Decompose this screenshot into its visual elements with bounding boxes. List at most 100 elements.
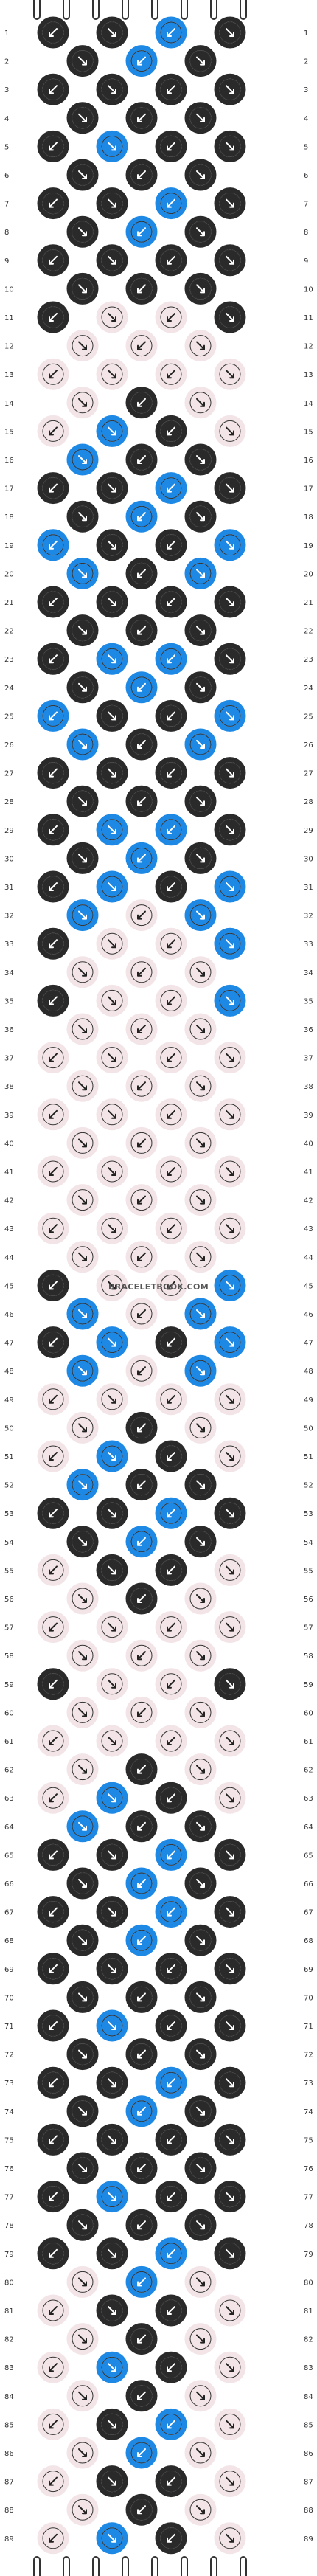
row-number-left: 58 (4, 1652, 14, 1661)
knot-ring (96, 1326, 128, 1359)
row-number-left: 54 (4, 1539, 14, 1547)
row-number-right: 82 (304, 2336, 313, 2344)
knot-ring (214, 1098, 246, 1131)
row-number-right: 69 (304, 1966, 313, 1974)
row-number-left: 86 (4, 2450, 14, 2458)
row-number-right: 22 (304, 628, 313, 636)
knot-ring (66, 842, 99, 874)
arrow-down-right-icon (196, 1879, 205, 1888)
arrow-down-right-icon (108, 1793, 116, 1803)
arrow-down-left-icon (167, 1167, 175, 1176)
knot-ring (184, 614, 217, 647)
knot-ring (214, 2181, 246, 2213)
arrow-down-right-icon (108, 598, 116, 606)
arrow-down-left-icon (167, 142, 175, 151)
arrow-down-right-icon (196, 2334, 205, 2344)
knot-ring (66, 1184, 99, 1216)
row-number-left: 61 (4, 1738, 14, 1746)
arrow-down-right-icon (226, 1337, 234, 1347)
knot-ring (37, 1782, 69, 1814)
arrow-down-right-icon (196, 682, 205, 692)
knot-ring (155, 1554, 187, 1586)
knot-ring (66, 2380, 99, 2412)
arrow-down-right-icon (108, 2420, 116, 2429)
knot-ring (96, 984, 128, 1017)
knot-ring (96, 1782, 128, 1814)
knot-ring (155, 2181, 187, 2213)
knot-ring (37, 358, 69, 390)
knot-ring (66, 2209, 99, 2241)
knot-ring (37, 1326, 69, 1359)
arrow-down-right-icon (196, 1025, 205, 1033)
knot-ring (214, 757, 246, 789)
row-number-left: 77 (4, 2194, 14, 2202)
arrow-down-right-icon (78, 2334, 87, 2344)
knot-ring (214, 2522, 246, 2555)
arrow-down-right-icon (108, 313, 116, 322)
row-number-left: 32 (4, 913, 14, 921)
knot-ring (66, 728, 99, 761)
row-number-right: 83 (304, 2364, 313, 2372)
knot-ring (96, 1554, 128, 1586)
knot-ring (96, 1838, 128, 1871)
knot-ring (184, 45, 217, 77)
knot-ring (96, 2408, 128, 2440)
row-number-left: 83 (4, 2364, 14, 2372)
row-number-right: 14 (304, 400, 313, 408)
knot-ring (155, 1326, 187, 1359)
arrow-down-left-icon (49, 1509, 58, 1518)
knot-ring (37, 699, 69, 732)
arrow-down-left-icon (167, 825, 175, 834)
row-number-left: 65 (4, 1852, 14, 1860)
knot-ring (37, 814, 69, 846)
row-number-right: 72 (304, 2052, 313, 2060)
knot-ring (96, 415, 128, 447)
row-number-right: 6 (304, 172, 308, 180)
arrow-down-left-icon (137, 967, 146, 977)
knot-ring (214, 1155, 246, 1188)
arrow-down-right-icon (108, 825, 116, 834)
row-number-right: 86 (304, 2450, 313, 2458)
arrow-down-left-icon (49, 2533, 58, 2543)
arrow-down-right-icon (226, 2248, 234, 2258)
arrow-down-right-icon (108, 1737, 116, 1745)
arrow-down-right-icon (108, 996, 116, 1005)
knot-ring (214, 130, 246, 162)
row-number-right: 20 (304, 570, 313, 578)
arrow-down-left-icon (49, 142, 58, 151)
knot-ring (66, 671, 99, 704)
row-number-right: 89 (304, 2535, 313, 2544)
arrow-down-right-icon (108, 2248, 116, 2258)
row-number-right: 27 (304, 770, 313, 778)
row-number-left: 55 (4, 1567, 14, 1575)
arrow-down-right-icon (196, 455, 205, 464)
knot-ring (37, 1953, 69, 1985)
knot-ring (184, 1810, 217, 1843)
arrow-down-right-icon (226, 2021, 234, 2030)
arrow-down-left-icon (167, 1737, 175, 1745)
arrow-down-left-icon (49, 483, 58, 493)
knot-ring (37, 1497, 69, 1529)
row-number-left: 68 (4, 1937, 14, 1945)
row-number-right: 49 (304, 1396, 313, 1405)
row-number-left: 12 (4, 343, 14, 351)
arrow-down-left-icon (167, 85, 175, 94)
arrow-down-right-icon (108, 1565, 116, 1575)
arrow-down-left-icon (167, 1337, 175, 1347)
row-number-left: 53 (4, 1510, 14, 1518)
knot-ring (96, 2294, 128, 2327)
arrow-down-left-icon (167, 2135, 175, 2144)
knot-ring (155, 1098, 187, 1131)
arrow-down-right-icon (108, 1679, 116, 1689)
knot-ring (214, 472, 246, 505)
arrow-down-right-icon (226, 768, 234, 778)
knot-ring (37, 1668, 69, 1700)
knot-ring (37, 586, 69, 618)
knot-ring (37, 2181, 69, 2213)
arrow-down-right-icon (78, 512, 87, 522)
row-number-left: 76 (4, 2165, 14, 2173)
row-number-left: 39 (4, 1112, 14, 1120)
knot-ring (155, 1155, 187, 1188)
knot-ring (214, 1042, 246, 1074)
